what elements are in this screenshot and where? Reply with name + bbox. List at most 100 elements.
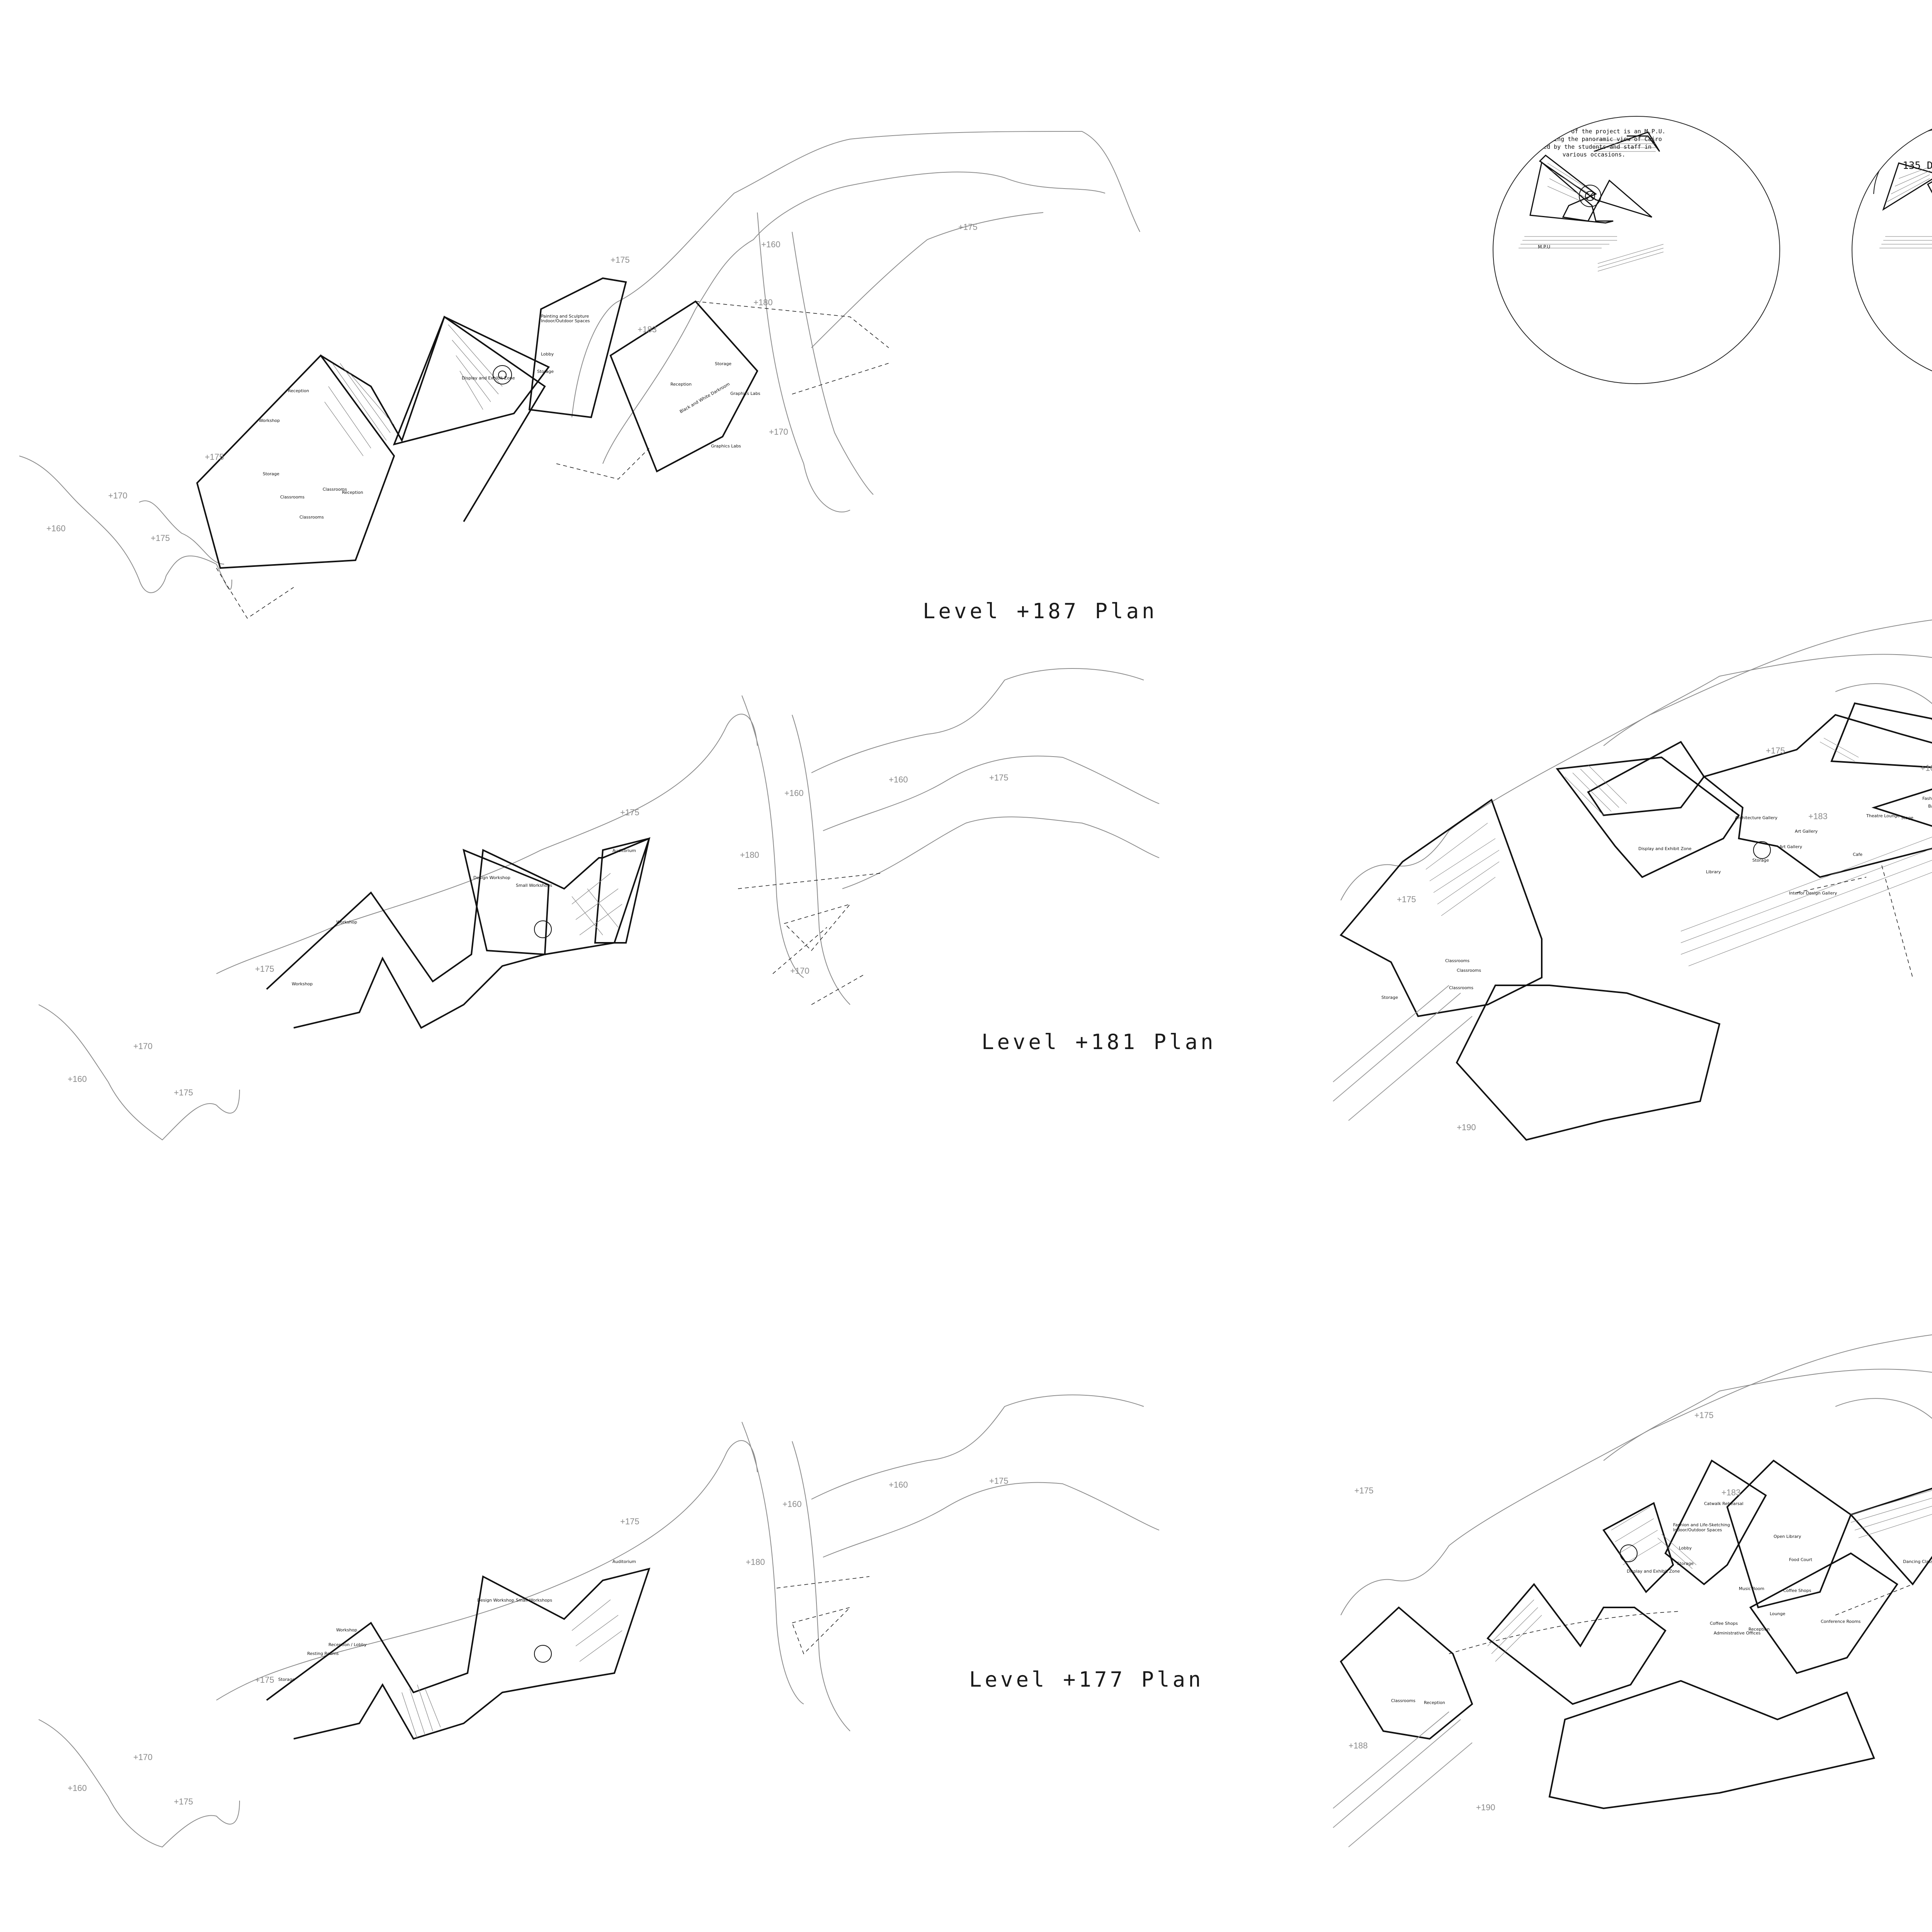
room-label: Classrooms	[1391, 1698, 1416, 1703]
room-label: Display and Exhibit Zone	[1627, 1569, 1680, 1574]
room-label: Coffee Shops	[1710, 1621, 1738, 1626]
elevation-label: +175	[205, 452, 224, 462]
room-label: Storage	[1381, 995, 1398, 1000]
room-label: Reception	[288, 388, 309, 393]
room-label: Small Workshops	[516, 883, 553, 888]
plan-level-177: +175 +170 +160 +175 +175 +180 +160 +160 …	[0, 1352, 1201, 1855]
room-label: Art Gallery	[1779, 844, 1803, 849]
room-label: Dancing Class	[1903, 1559, 1932, 1564]
elevation-label: +175	[151, 533, 170, 543]
room-label: Classrooms	[323, 487, 347, 492]
room-label: Interior Design Gallery	[1789, 891, 1837, 896]
elevation-label: +175	[1766, 746, 1785, 755]
elevation-label: +160	[761, 240, 781, 249]
rotation-detail-circle: 135 Degrees M.P.U	[1852, 116, 1932, 384]
room-label: Indoor/Outdoor Spaces	[541, 318, 590, 323]
elevation-label: +160	[784, 788, 804, 798]
room-label: Painting and Sculpture	[541, 314, 589, 319]
room-label: Theatre Lounge	[1866, 813, 1900, 818]
room-label: Lobby	[1679, 1546, 1692, 1551]
rotation-detail-drawing	[1873, 129, 1932, 248]
rotation-degrees-label: 135 Degrees	[1903, 160, 1932, 172]
room-label: Architecture Gallery	[1735, 815, 1778, 820]
elevation-label: +175	[174, 1797, 193, 1806]
room-label: Administrative Offices	[1714, 1631, 1761, 1636]
elevation-label: +160	[68, 1074, 87, 1084]
room-label: Cafe	[1853, 852, 1863, 857]
room-label: Classrooms	[299, 515, 324, 520]
elevation-label: +175	[989, 1476, 1009, 1486]
room-label: Workshop	[292, 981, 313, 986]
elevation-label: +183	[1721, 1488, 1741, 1497]
elevation-label: +183	[1808, 811, 1828, 821]
room-label: Reception / Lobby	[328, 1642, 367, 1647]
elevation-label: +160	[68, 1783, 87, 1793]
room-label: Classrooms	[1457, 968, 1481, 973]
elevation-label: +175	[1694, 1410, 1714, 1420]
elevation-label: +160	[782, 1499, 802, 1509]
room-label: Storage	[537, 369, 554, 374]
plan-level-187-drawing	[19, 131, 1140, 619]
room-label: Fashion and Life-Sketching	[1673, 1522, 1730, 1527]
room-label: Storage	[715, 361, 732, 366]
elevation-label: +190	[1476, 1803, 1495, 1812]
room-label: Workshop	[259, 418, 280, 423]
elevation-label: +175	[174, 1088, 193, 1097]
room-label: Food Court	[1789, 1557, 1813, 1562]
room-label: Stage	[1901, 815, 1913, 820]
elevation-label: +188	[1349, 1741, 1368, 1750]
plan-level-191-drawing	[1333, 1334, 1932, 1847]
elevation-label: +170	[790, 966, 810, 976]
room-label: Design Workshop	[473, 875, 510, 880]
elevation-label: +175	[611, 255, 630, 265]
mpu-detail-circle: Highest floor of the project is an M.P.U…	[1493, 116, 1780, 384]
room-label: Graphics Labs	[711, 444, 741, 449]
elevation-label: +180	[753, 298, 773, 307]
room-label: Fashion Runway	[1922, 796, 1932, 801]
elevation-label: +170	[133, 1041, 153, 1051]
elevation-label: +175	[989, 773, 1009, 782]
elevation-label: +160	[1920, 763, 1932, 773]
elevation-label: +183	[638, 325, 657, 334]
room-label: Art Gallery	[1795, 829, 1818, 834]
mpu-detail-drawing	[1519, 131, 1664, 272]
elevation-label: +175	[255, 964, 274, 974]
room-label: Workshop	[336, 920, 357, 925]
plan-level-177-drawing	[38, 1395, 1160, 1848]
room-label: Reception	[1748, 1627, 1770, 1632]
elevation-label: +170	[769, 427, 788, 437]
plan-level-181: +175 +170 +160 +175 +175 +180 +160 +160 …	[0, 657, 1213, 1159]
room-label: Classrooms	[1449, 985, 1474, 990]
mpu-description-note: Highest floor of the project is an M.P.U…	[1520, 128, 1667, 158]
elevation-label: +170	[133, 1752, 153, 1762]
room-label: Storage	[278, 1677, 295, 1682]
elevation-label: +175	[958, 222, 978, 232]
elevation-label: +160	[889, 775, 908, 784]
room-label: Resting Rooms	[307, 1651, 339, 1656]
room-label: Graphics Labs	[730, 391, 760, 396]
note-line: Highest floor of the project is an M.P.U…	[1522, 128, 1666, 135]
mpu-label: M.P.U	[1538, 244, 1551, 250]
room-label: Design Workshop	[477, 1598, 514, 1603]
elevation-label: +175	[1354, 1486, 1374, 1495]
room-label: Reception	[342, 490, 363, 495]
room-label: Open Library	[1774, 1534, 1801, 1539]
elevation-label: +175	[620, 1517, 639, 1526]
room-label: Lounge	[1770, 1611, 1786, 1616]
elevation-label: +180	[740, 850, 759, 860]
room-label: Reception	[1424, 1700, 1445, 1705]
note-line: used by the students and staff in	[1536, 143, 1651, 150]
room-label: Coffee Shops	[1783, 1588, 1811, 1593]
room-label: Auditorium	[612, 848, 636, 853]
room-label: Classrooms	[1445, 958, 1470, 963]
room-label: Indoor/Outdoor Spaces	[1673, 1527, 1722, 1532]
room-label: Catwalk Rehearsal	[1704, 1501, 1743, 1506]
plan-title: Level +181 Plan	[981, 1030, 1216, 1054]
room-label: Music Room	[1739, 1586, 1765, 1591]
room-label: Conference Rooms	[1821, 1619, 1861, 1624]
plan-title: Level +177 Plan	[969, 1667, 1204, 1692]
room-label: Storage	[263, 471, 280, 476]
room-label: Reception	[670, 382, 692, 387]
room-label: Classrooms	[280, 495, 305, 500]
note-line: overlooking the panoramic view of Cairo	[1526, 136, 1662, 143]
